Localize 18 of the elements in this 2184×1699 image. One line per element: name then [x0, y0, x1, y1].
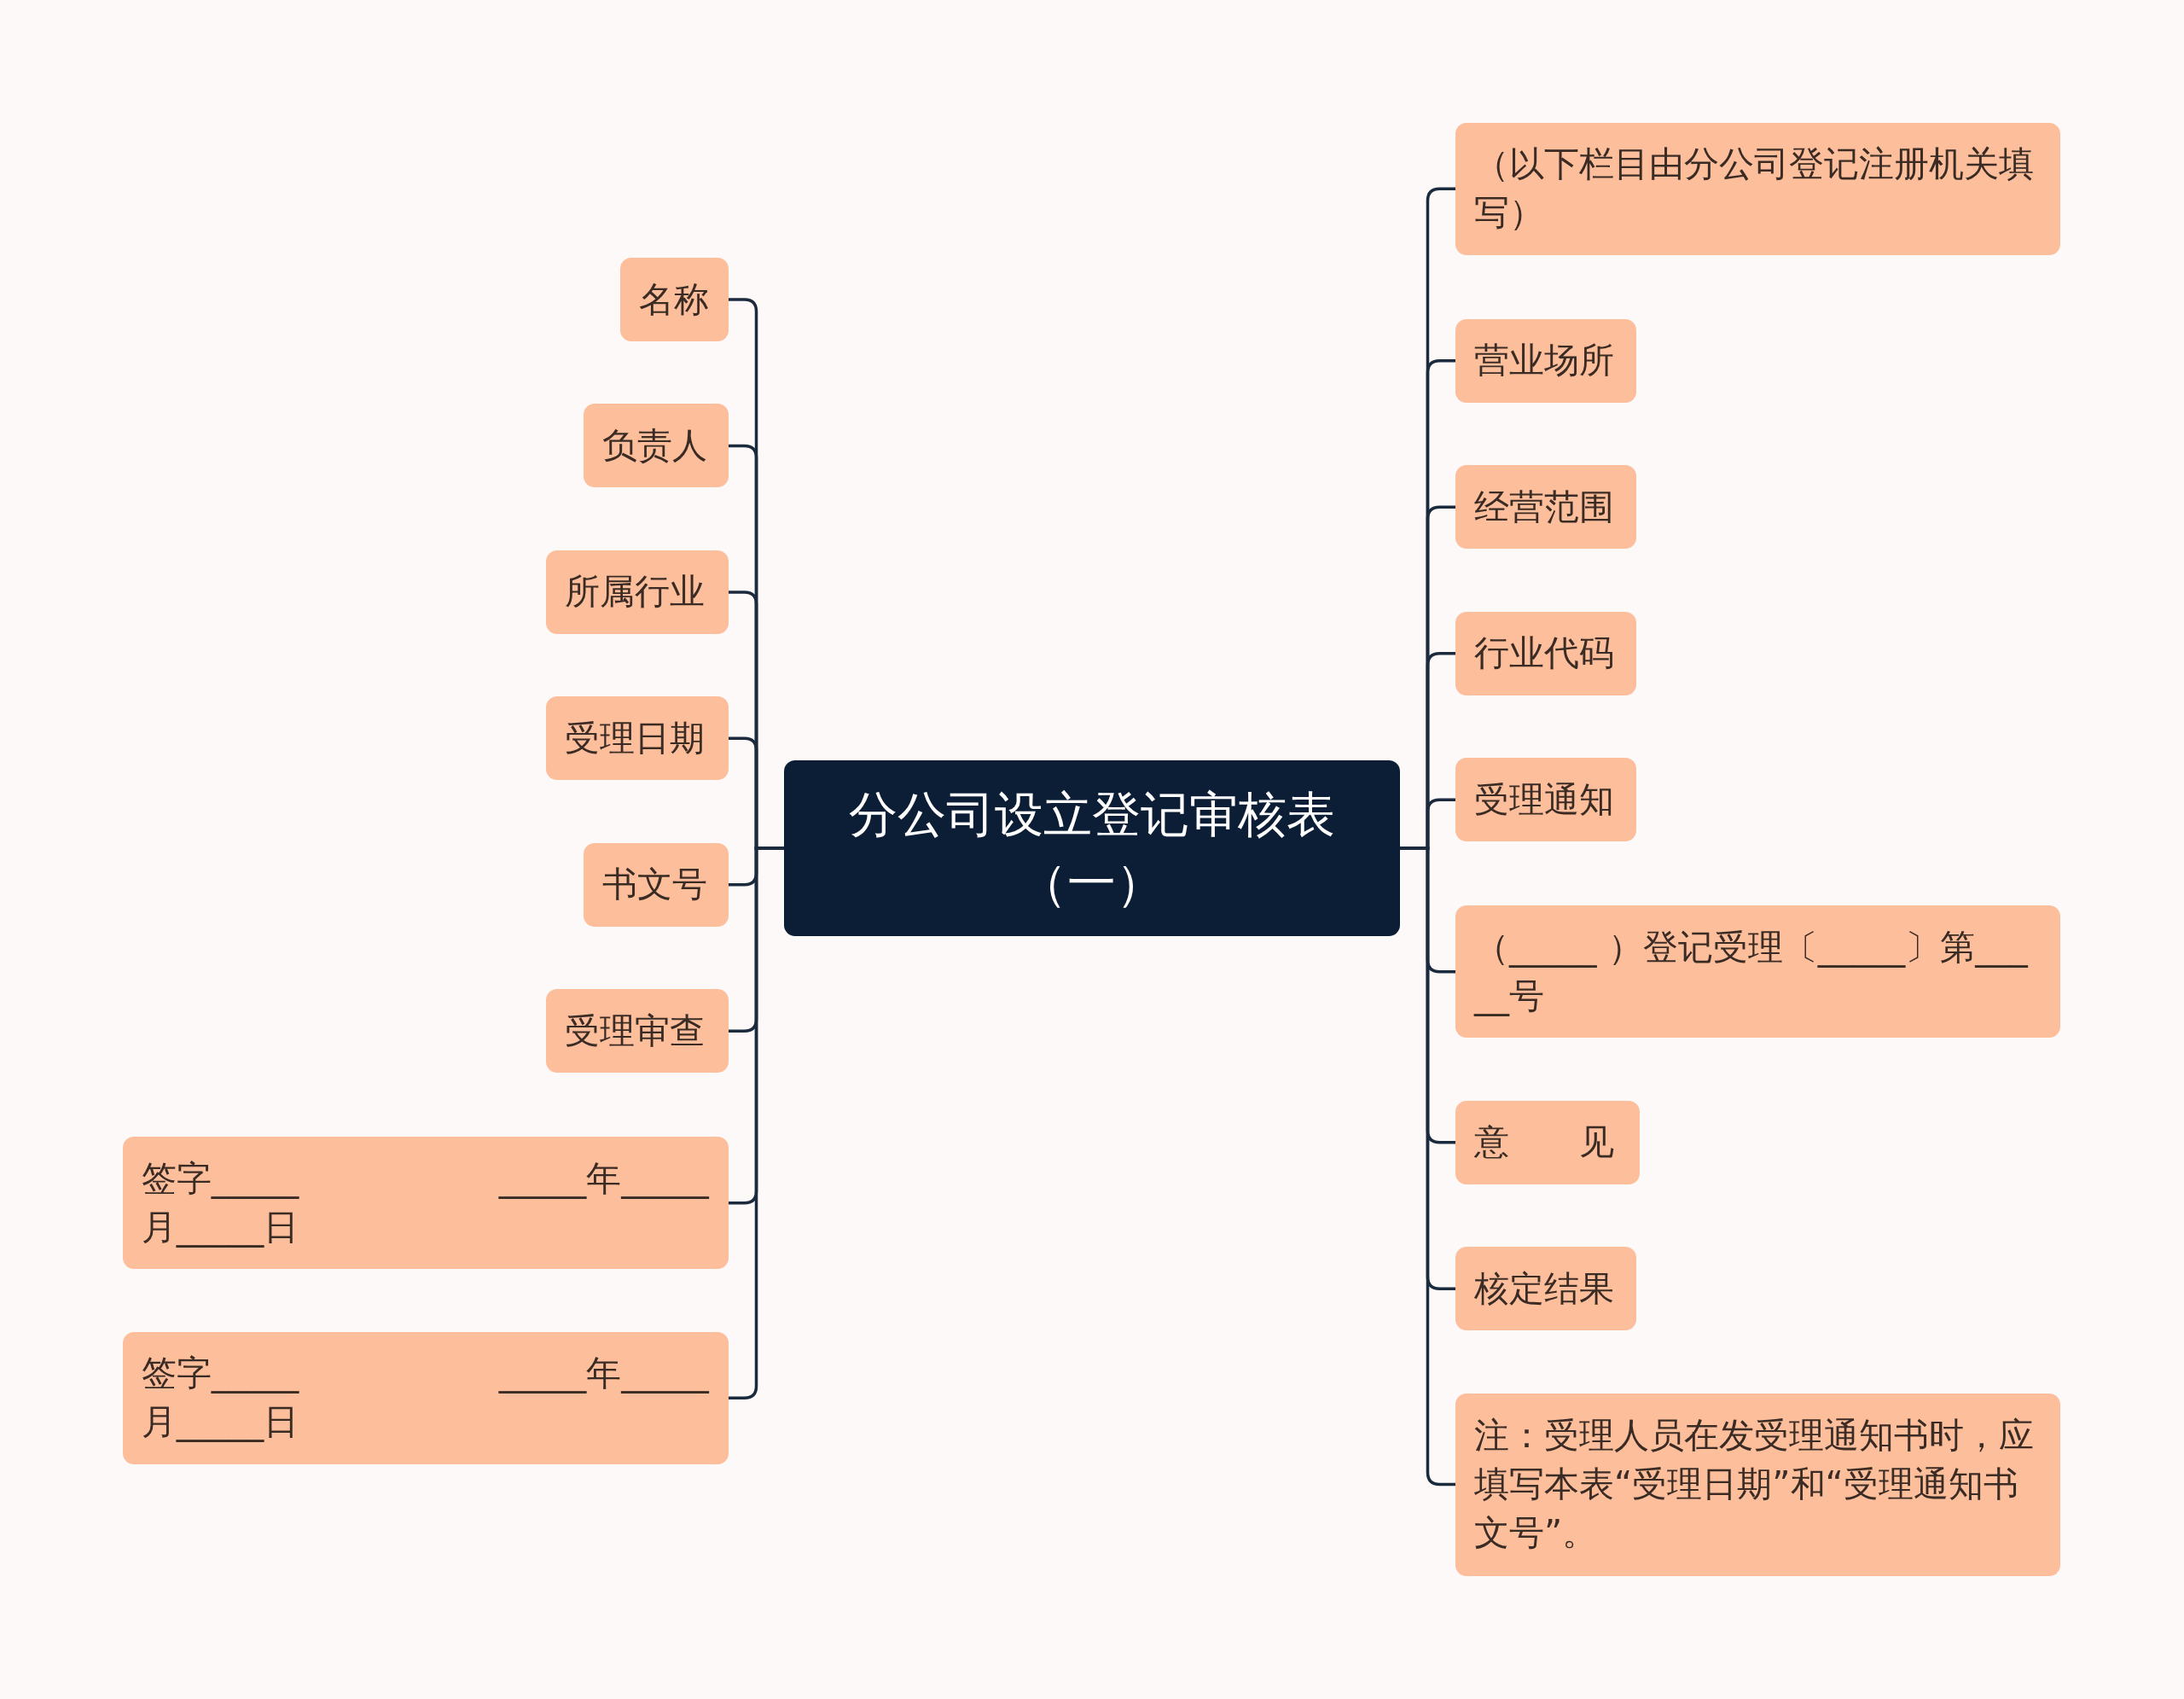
central-topic-box: 分公司设立登记审核表（一）: [784, 760, 1400, 937]
topic-box: 经营范围: [1455, 465, 1637, 550]
topic-box: 受理通知: [1455, 758, 1637, 842]
topic-box: 意 见: [1455, 1100, 1640, 1184]
topic-box: 营业场所: [1455, 318, 1637, 403]
topic-box: 核定结果: [1455, 1247, 1637, 1331]
topic-box: 签字_____ _____年_____月_____日: [122, 1137, 729, 1270]
topic-box: （以下栏目由分公司登记注册机关填写）: [1455, 122, 2060, 255]
topic-box: 书文号: [584, 842, 729, 927]
topic-box: 名称: [619, 258, 729, 341]
topic-box: 负责人: [584, 404, 729, 488]
topic-box: 所属行业: [546, 550, 729, 634]
topic-box: （_____ ）登记受理〔_____〕第_____号: [1455, 905, 2060, 1039]
topic-box: 签字_____ _____年_____月_____日: [122, 1331, 729, 1464]
topic-box: 受理审查: [546, 989, 729, 1074]
topic-box: 注：受理人员在发受理通知书时，应填写本表“受理日期”和“受理通知书文号”。: [1455, 1393, 2060, 1576]
topic-box: 受理日期: [546, 696, 729, 781]
topic-box: 行业代码: [1455, 611, 1637, 695]
